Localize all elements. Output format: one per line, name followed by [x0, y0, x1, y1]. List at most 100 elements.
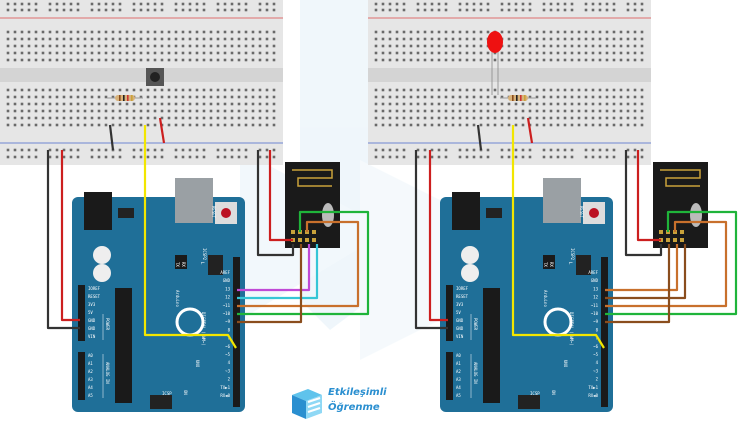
power-pin-label: IOREF: [88, 286, 101, 291]
breadboard-hole: [6, 58, 10, 62]
breadboard-hole: [465, 37, 469, 41]
breadboard-hole: [167, 88, 171, 92]
breadboard-hole: [237, 148, 241, 152]
breadboard-hole: [230, 88, 234, 92]
wire-pin11-mosi: [605, 220, 728, 308]
breadboard-hole: [48, 116, 52, 120]
breadboard-hole: [125, 51, 129, 55]
breadboard-hole: [27, 116, 31, 120]
breadboard: [368, 0, 651, 165]
breadboard-hole: [55, 58, 59, 62]
analog-pin-label: A4: [88, 385, 93, 390]
breadboard-hole: [444, 116, 448, 120]
breadboard-hole: [90, 155, 94, 159]
reset-button-cap: [589, 208, 599, 218]
breadboard-hole: [265, 2, 269, 6]
analog-pin-label: A5: [456, 393, 461, 398]
breadboard-hole: [209, 123, 213, 127]
breadboard-hole: [423, 58, 427, 62]
breadboard-hole: [430, 95, 434, 99]
breadboard-hole: [374, 44, 378, 48]
breadboard-hole: [97, 116, 101, 120]
digital-pin-label: TX▶1: [220, 385, 230, 390]
breadboard-hole: [139, 8, 143, 12]
breadboard-hole: [216, 8, 220, 12]
breadboard-hole: [374, 37, 378, 41]
breadboard-hole: [458, 30, 462, 34]
nrf-pin: [666, 238, 670, 242]
breadboard-hole: [430, 8, 434, 12]
breadboard-hole: [139, 109, 143, 113]
breadboard-hole: [237, 109, 241, 113]
breadboard-hole: [160, 148, 164, 152]
breadboard-hole: [381, 109, 385, 113]
voltage-regulator: [118, 208, 134, 218]
breadboard-hole: [381, 116, 385, 120]
breadboard-hole: [591, 109, 595, 113]
breadboard-hole: [174, 95, 178, 99]
breadboard-hole: [430, 109, 434, 113]
breadboard-hole: [34, 37, 38, 41]
breadboard-hole: [139, 30, 143, 34]
breadboard-hole: [458, 37, 462, 41]
breadboard-hole: [521, 102, 525, 106]
breadboard-hole: [472, 148, 476, 152]
breadboard-hole: [202, 95, 206, 99]
breadboard-hole: [619, 30, 623, 34]
button-cap: [150, 72, 160, 82]
breadboard-hole: [640, 123, 644, 127]
breadboard-hole: [55, 51, 59, 55]
breadboard-hole: [195, 8, 199, 12]
breadboard-hole: [132, 116, 136, 120]
breadboard-hole: [62, 102, 66, 106]
breadboard-hole: [570, 58, 574, 62]
breadboard-hole: [90, 51, 94, 55]
breadboard-hole: [486, 155, 490, 159]
power-pin-label: 3V3: [456, 302, 464, 307]
breadboard-hole: [507, 123, 511, 127]
breadboard-hole: [633, 109, 637, 113]
rx-label: RX: [549, 262, 554, 267]
breadboard-hole: [34, 102, 38, 106]
capacitor: [93, 264, 111, 282]
breadboard-hole: [6, 8, 10, 12]
breadboard-hole: [139, 116, 143, 120]
breadboard-hole: [381, 37, 385, 41]
breadboard-hole: [549, 2, 553, 6]
breadboard-hole: [598, 123, 602, 127]
breadboard-hole: [640, 155, 644, 159]
breadboard-hole: [146, 2, 150, 6]
breadboard-hole: [27, 58, 31, 62]
breadboard-hole: [97, 109, 101, 113]
breadboard-hole: [125, 44, 129, 48]
logo-cube-icon: [292, 389, 322, 419]
breadboard-hole: [69, 116, 73, 120]
breadboard-hole: [153, 8, 157, 12]
breadboard-hole: [118, 148, 122, 152]
breadboard-hole: [416, 30, 420, 34]
breadboard-hole: [430, 58, 434, 62]
breadboard-hole: [139, 2, 143, 6]
resistor-band: [512, 95, 514, 101]
breadboard-hole: [265, 58, 269, 62]
wire-nrf-vcc: [268, 150, 293, 242]
wire-pin10-csn: [237, 210, 370, 316]
breadboard-hole: [542, 51, 546, 55]
breadboard-hole: [633, 2, 637, 6]
breadboard-hole: [251, 37, 255, 41]
digital-pin-label: ~10: [223, 311, 231, 316]
digital-pin-label: AREF: [588, 270, 598, 275]
breadboard-hole: [216, 30, 220, 34]
breadboard-hole: [202, 2, 206, 6]
breadboard-hole: [591, 123, 595, 127]
digital-pin-label: 4: [228, 360, 231, 365]
analog-pin-label: A2: [456, 369, 461, 374]
breadboard-hole: [48, 88, 52, 92]
breadboard-hole: [160, 95, 164, 99]
icsp-label: ICSP: [162, 391, 172, 396]
breadboard-hole: [83, 109, 87, 113]
breadboard-hole: [570, 88, 574, 92]
breadboard-hole: [41, 95, 45, 99]
power-label: POWER: [105, 318, 110, 331]
digital-pin-label: 13: [593, 286, 598, 291]
